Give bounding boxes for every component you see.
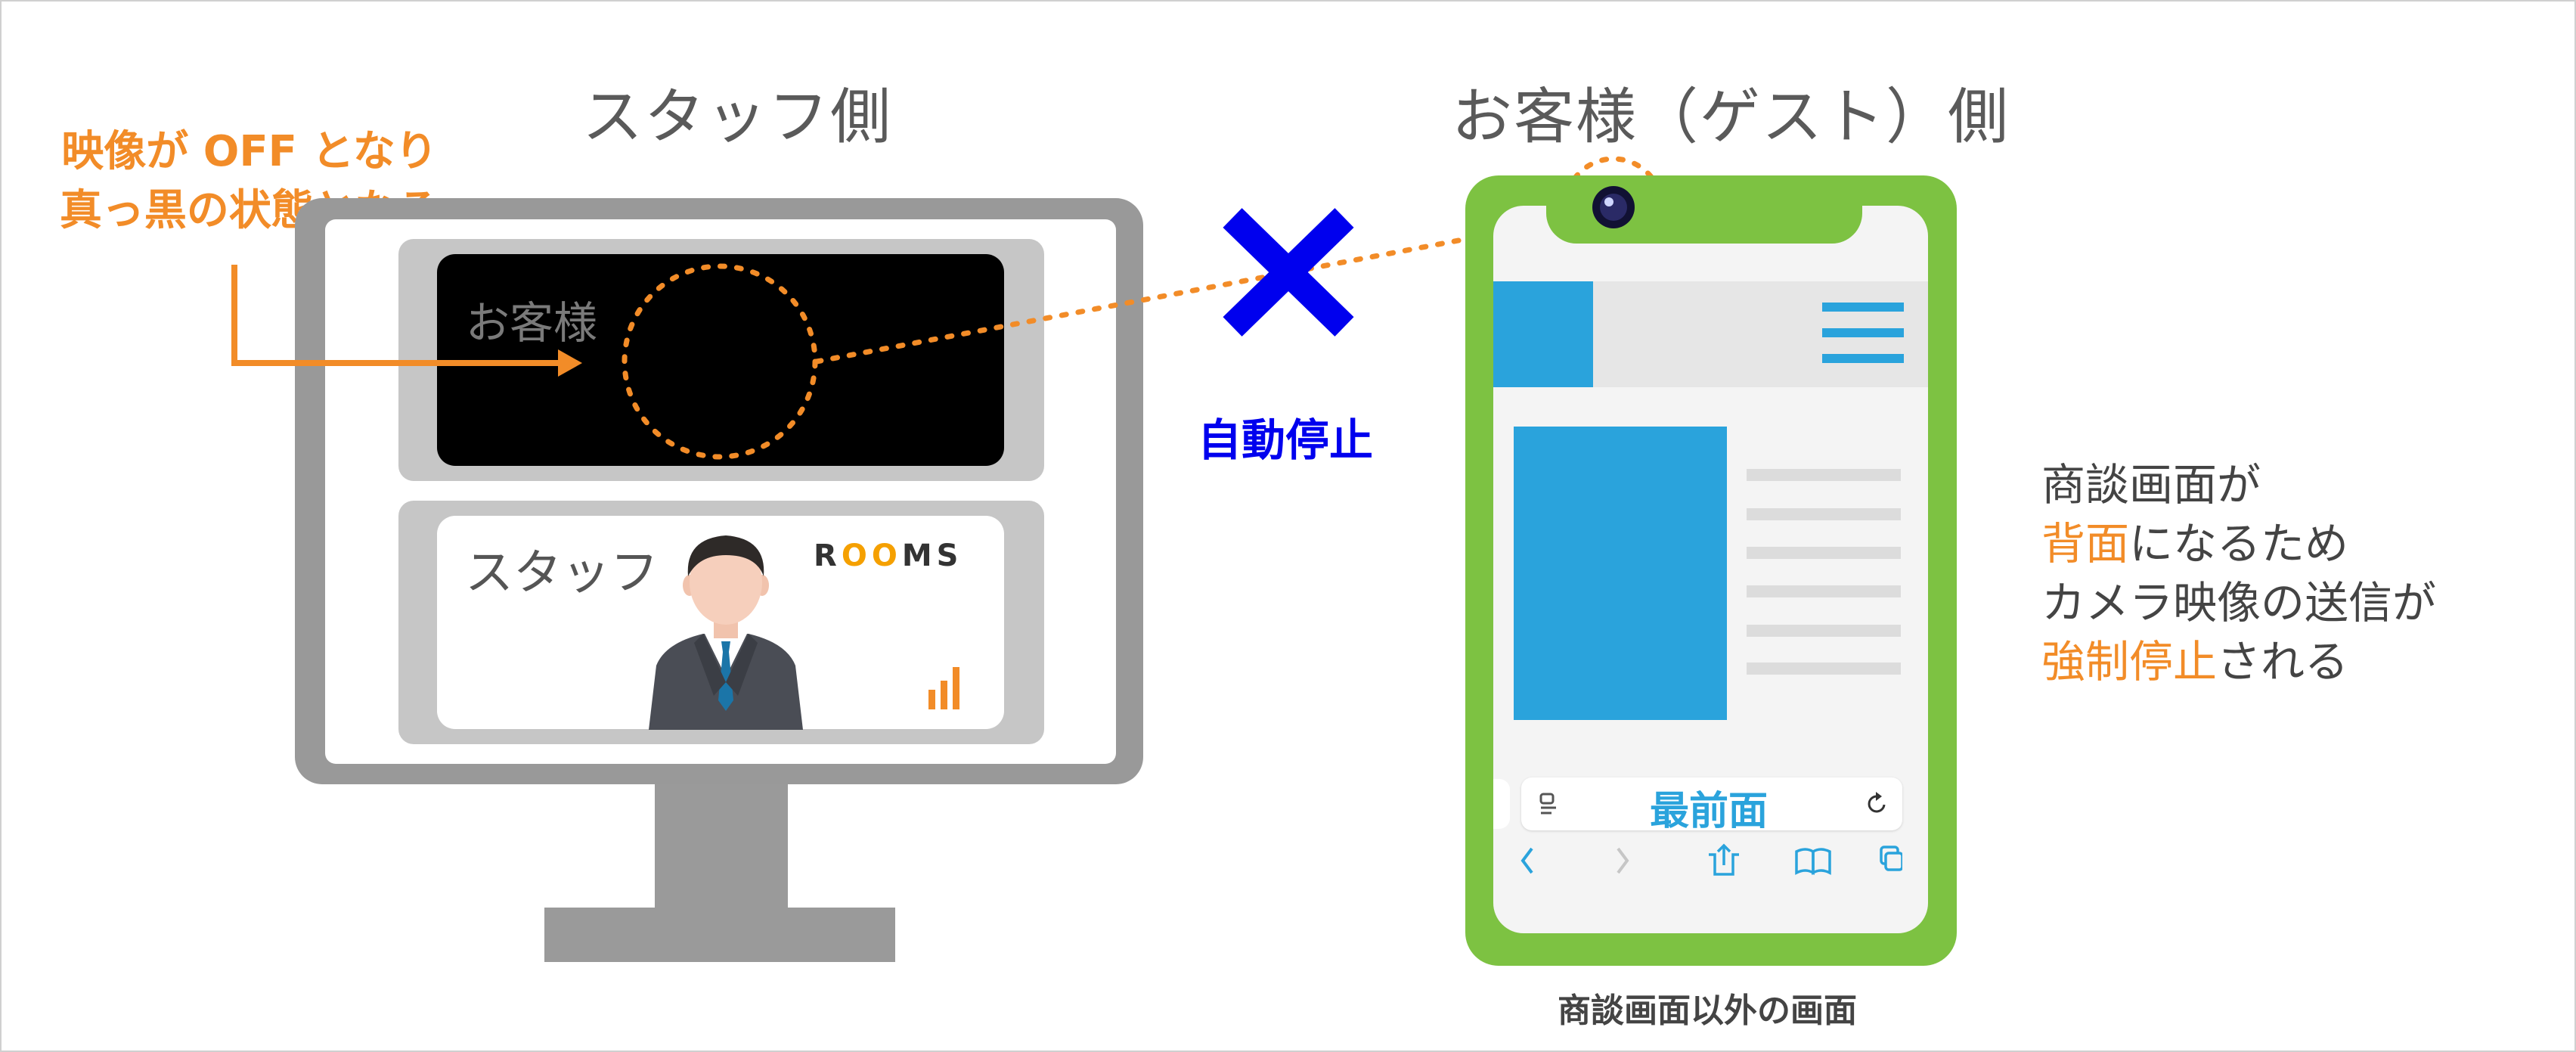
signal-bars-icon [928, 667, 959, 709]
page-menu-icon[interactable] [1539, 793, 1559, 815]
browser-toolbar [1520, 843, 1902, 876]
prev-tab-edge [1493, 779, 1510, 829]
address-bar[interactable] [1521, 777, 1902, 830]
rooms-logo: ROOMS [814, 538, 963, 573]
monitor-neck [655, 784, 788, 911]
hamburger-menu-icon[interactable] [1822, 301, 1904, 365]
forward-icon [1617, 847, 1629, 874]
back-icon [1520, 847, 1533, 874]
right-note-line3: カメラ映像の送信が [2041, 577, 2437, 628]
text-line [1747, 508, 1901, 520]
auto-stop-label: 自動停止 [1198, 414, 1374, 466]
text-line [1747, 469, 1901, 481]
right-note-line4: 強制停止される [2041, 636, 2349, 687]
right-note: 商談画面が 背面になるため カメラ映像の送信が 強制停止される [2041, 455, 2436, 691]
bookmarks-icon [1795, 848, 1831, 876]
left-note-line1: 映像が OFF となり [61, 127, 438, 176]
right-note-highlight-back: 背面 [2041, 518, 2130, 569]
web-header-logo-block [1493, 281, 1593, 387]
staff-side-title: スタッフ側 [582, 82, 892, 152]
right-note-line1: 商談画面が [2041, 459, 2261, 510]
text-line [1747, 663, 1901, 675]
right-note-line2: 背面になるため [2041, 518, 2349, 569]
staff-label: スタッフ [465, 545, 659, 601]
text-line [1747, 547, 1901, 559]
right-note-highlight-stop: 強制停止 [2041, 636, 2218, 687]
text-line [1747, 625, 1901, 637]
address-bar-text: 最前面 [1650, 789, 1768, 834]
front-camera-icon [1592, 186, 1635, 228]
reload-icon[interactable] [1866, 791, 1889, 815]
monitor-base [544, 908, 895, 962]
guest-label: お客様 [466, 297, 598, 349]
text-line [1747, 585, 1901, 597]
phone-caption: 商談画面以外の画面 [1558, 991, 1857, 1030]
stop-cross-icon [1223, 208, 1354, 337]
guest-side-title: お客様（ゲスト）側 [1452, 82, 2010, 152]
web-content-image [1514, 427, 1727, 720]
tabs-icon [1880, 846, 1902, 871]
staff-person-icon [649, 535, 803, 730]
share-icon [1709, 843, 1739, 876]
